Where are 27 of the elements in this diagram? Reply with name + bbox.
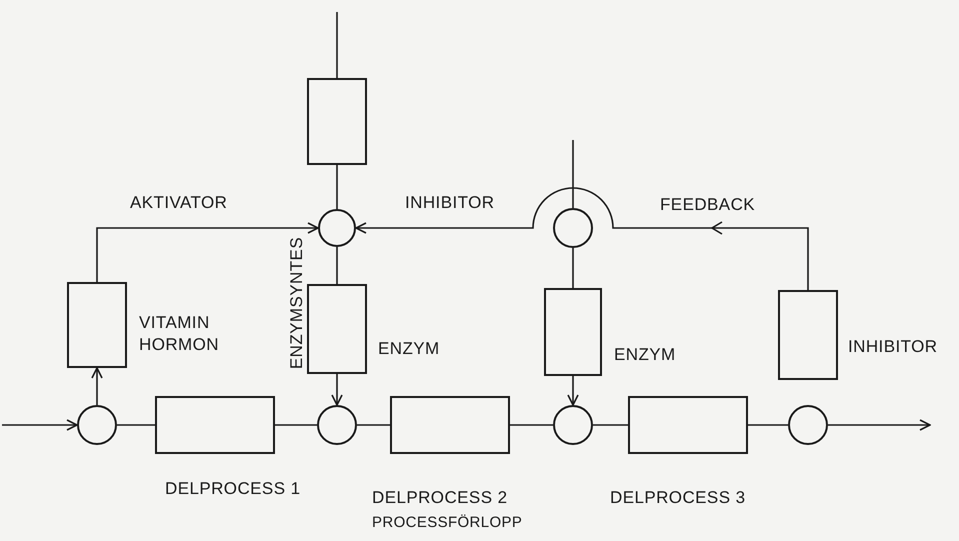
process-box bbox=[67, 282, 127, 368]
node-caption: ENZYM bbox=[614, 344, 677, 366]
node-caption: DELPROCESS 2 bbox=[372, 487, 508, 509]
process-box bbox=[778, 290, 838, 380]
node-caption: INHIBITOR bbox=[848, 336, 938, 358]
process-box bbox=[390, 396, 510, 454]
process-box bbox=[307, 284, 367, 374]
node-caption: DELPROCESS 3 bbox=[610, 487, 746, 509]
diagram-caption: PROCESSFÖRLOPP bbox=[372, 513, 522, 533]
edge-label: FEEDBACK bbox=[660, 194, 756, 216]
signal-label: INHIBITOR bbox=[405, 192, 494, 214]
arrow bbox=[91, 367, 103, 405]
edge-label: AKTIVATOR bbox=[130, 192, 228, 214]
arrow bbox=[567, 376, 579, 406]
arrow bbox=[2, 419, 78, 431]
node-caption: ENZYM bbox=[378, 338, 441, 360]
process-box bbox=[544, 288, 602, 376]
node-caption: DELPROCESS 1 bbox=[165, 478, 302, 500]
node-caption: ENZYMSYNTES bbox=[286, 236, 307, 372]
process-box bbox=[155, 396, 275, 454]
process-box bbox=[628, 396, 748, 454]
arrow bbox=[96, 222, 319, 282]
process-box bbox=[307, 78, 367, 165]
arrow bbox=[331, 374, 343, 406]
arrow bbox=[828, 419, 931, 431]
arrow bbox=[355, 187, 809, 290]
node-caption: VITAMIN HORMON bbox=[139, 312, 220, 356]
